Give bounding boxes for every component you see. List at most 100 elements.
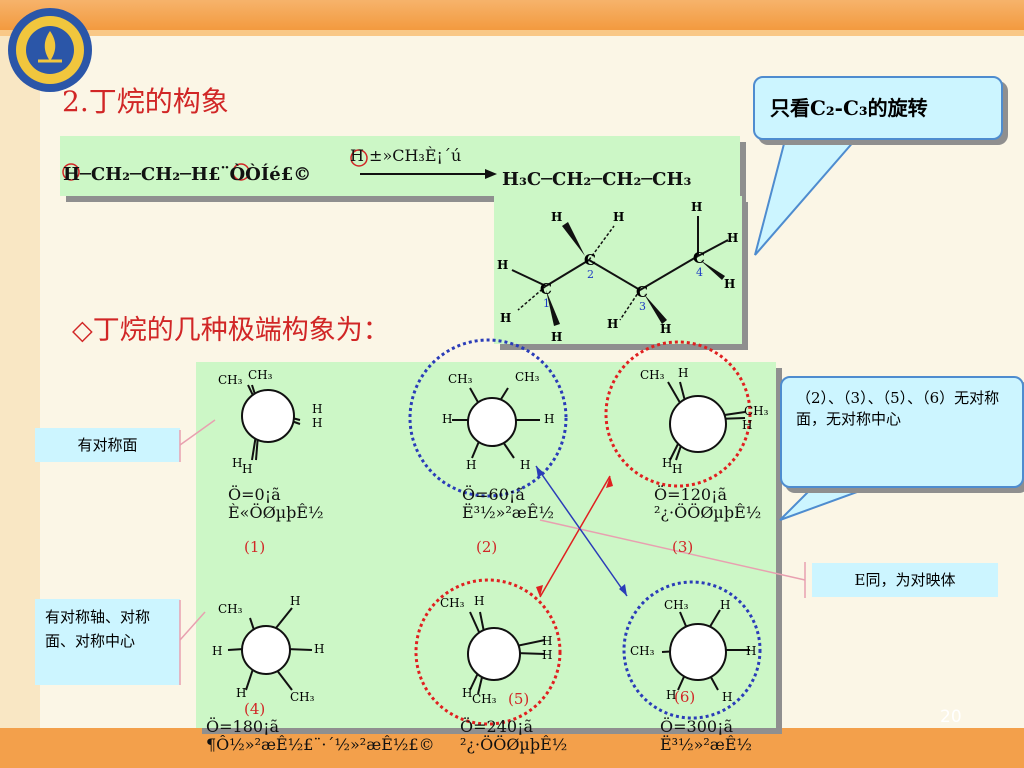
conformer-4-caption: Ö=180¡ã ¶Ô½»²æÊ½£¨·´½»²æÊ½£© [206,718,435,754]
conformer-3-number: (3) [672,538,694,556]
newman-h: H [236,686,247,700]
conformer-2-caption: Ö=60¡ã Ë³½»²æÊ½ [462,486,554,522]
newman-h: H [290,594,301,608]
carbon-3: C [636,283,648,301]
newman-ch3: CH₃ [744,404,769,418]
newman-h: H [746,644,757,658]
conformer-6-desc: Ë³½»²æÊ½ [660,735,753,754]
conformer-2-angle: Ö=60¡ã [462,485,525,504]
newman-ch3: CH₃ [664,598,689,612]
slide-subtitle: ◇丁烷的几种极端构象为： [72,315,390,346]
newman-h: H [312,416,323,430]
conformer-3-caption: Ö=120¡ã ²¿·ÖÖØµþÊ½ [654,486,761,522]
newman-h: H [542,648,553,662]
newman-h: H [722,690,733,704]
left-band [0,36,40,768]
reaction-arrow-label: H ±»CH₃È¡´ú [350,146,462,165]
conformer-5-angle: Ö=240¡ã [460,717,534,736]
newman-ch3: CH₃ [248,368,273,382]
structure-h: H [607,317,619,331]
conformer-5-caption: Ö=240¡ã ²¿·ÖÖØµþÊ½ [460,718,567,754]
structure-h: H [551,210,563,224]
label-enantiomer: E同，为对映体 [812,563,998,597]
newman-h: H [742,418,753,432]
newman-h: H [466,458,477,472]
newman-h: H [212,644,223,658]
callout-pointer [754,139,858,256]
callout-rotation [753,76,1003,140]
newman-h: H [232,456,243,470]
newman-ch3: CH₃ [440,596,465,610]
bottom-band [0,728,1024,768]
newman-h: H [462,686,473,700]
newman-h: H [474,594,485,608]
newman-ch3: CH₃ [448,372,473,386]
conformer-4-desc: ¶Ô½»²æÊ½£¨·´½»²æÊ½£© [206,735,435,754]
newman-h: H [544,412,555,426]
conformer-6-angle: Ö=300¡ã [660,717,734,736]
conformer-6-caption: Ö=300¡ã Ë³½»²æÊ½ [660,718,752,754]
conformer-5-desc: ²¿·ÖÖØµþÊ½ [460,735,568,754]
conformer-2-number: (2) [476,538,498,556]
top-band-stripe [0,30,1024,36]
newman-h: H [520,458,531,472]
newman-h: H [720,598,731,612]
newman-h: H [442,412,453,426]
conformer-6-number: (6) [674,688,696,706]
carbon-4: C [693,249,705,267]
label-symmetry-axis: 有对称轴、对称面、对称中心 [35,599,180,685]
structure-panel [494,196,742,344]
butane-3d-structure [511,216,729,326]
newman-h: H [542,634,553,648]
university-logo-icon [8,8,92,92]
structure-h: H [727,231,739,245]
structure-h: H [724,277,736,291]
callout-no-symmetry [780,376,1024,488]
conformer-5-number: (5) [508,690,530,708]
newman-ch3: CH₃ [472,692,497,706]
carbon-1: C [540,280,552,298]
reaction-right-side: H₃C─CH₂─CH₂─CH₃ [502,169,692,190]
top-band [0,0,1024,30]
conformer-1-angle: Ö=0¡ã [228,485,281,504]
newman-ch3: CH₃ [515,370,540,384]
conformer-1-caption: Ö=0¡ã È«ÖØµþÊ½ [228,486,324,522]
conformer-1-number: (1) [244,538,266,556]
callout-no-symmetry-text: （2）、（3）、（5）、（6）无对称面，无对称中心 [796,389,1000,428]
label-symmetry-plane: 有对称面 [35,428,180,462]
carbon-2: C [584,251,596,269]
callout-rotation-text: 只看C₂-C₃的旋转 [770,96,928,120]
carbon-number-2: 2 [587,268,594,281]
newman-ch3: CH₃ [218,373,243,387]
reaction-markers [62,149,497,181]
structure-h: H [660,322,672,336]
newman-h: H [666,688,677,702]
newman-ch3: CH₃ [290,690,315,704]
page-number: 20 [940,707,962,727]
reaction-left-side: H─CH₂─CH₂─H£¨ÒÒÍé£© [63,164,312,185]
carbon-number-3: 3 [639,300,646,313]
newman-h: H [678,366,689,380]
conformer-3-desc: ²¿·ÖÖØµþÊ½ [654,503,762,522]
newman-h: H [314,642,325,656]
newman-h: H [672,462,683,476]
reaction-panel [60,136,740,196]
conformer-4-number: (4) [244,700,266,718]
newman-ch3: CH₃ [640,368,665,382]
structure-h: H [691,200,703,214]
structure-h: H [551,330,563,344]
conformer-4-angle: Ö=180¡ã [206,717,280,736]
structure-h: H [500,311,512,325]
slide-title: 2.丁烷的构象 [62,85,229,118]
conformer-2-desc: Ë³½»²æÊ½ [462,503,555,522]
newman-h: H [242,462,253,476]
structure-h: H [497,258,509,272]
structure-h: H [613,210,625,224]
carbon-number-1: 1 [543,297,550,310]
carbon-number-4: 4 [696,266,703,279]
conformer-1-desc: È«ÖØµþÊ½ [228,503,324,522]
newman-h: H [662,456,673,470]
newman-ch3: CH₃ [630,644,655,658]
